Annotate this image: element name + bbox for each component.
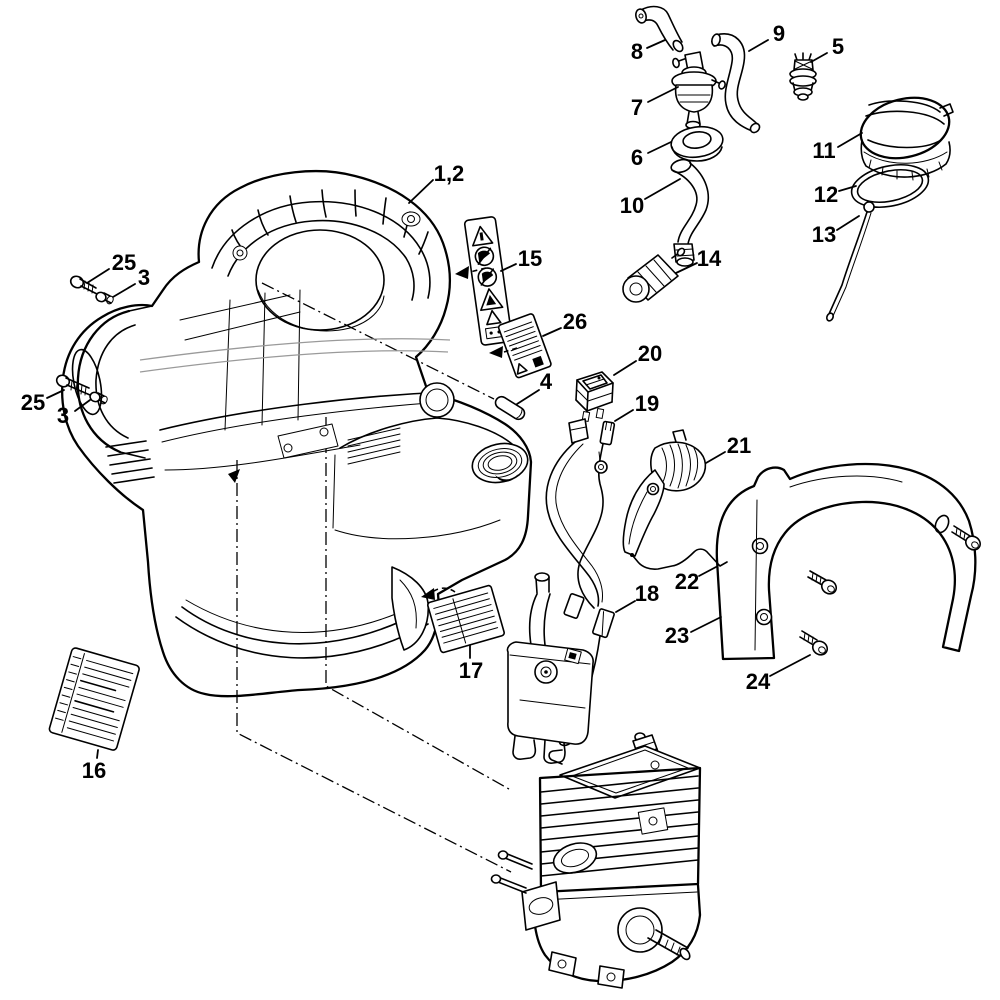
callout-o-ring: 12 xyxy=(814,182,838,207)
blower-housing xyxy=(61,169,533,698)
information-label-17 xyxy=(427,584,505,654)
handle-23 xyxy=(715,462,977,661)
callout-sleeve-18: 18 xyxy=(635,581,659,606)
connector-sleeve-18 xyxy=(563,593,615,639)
callout-housing: 1,2 xyxy=(434,161,465,186)
screw-25-left xyxy=(55,374,91,396)
callout-sleeve: 4 xyxy=(540,369,553,394)
stop-switch-20 xyxy=(575,371,614,422)
callout-fuel-filter: 14 xyxy=(697,246,722,271)
callout-connector: 19 xyxy=(635,391,659,416)
screw-25-top xyxy=(69,275,98,295)
callout-nut-left: 3 xyxy=(57,403,69,428)
retainer-rod-13 xyxy=(825,201,875,322)
fuel-tank xyxy=(332,382,529,540)
engine-assembly xyxy=(490,732,702,989)
callout-leaders xyxy=(46,39,863,759)
callout-warning-label: 15 xyxy=(518,246,542,271)
callout-info-label-26: 26 xyxy=(563,309,587,334)
rating-label-16 xyxy=(48,647,140,751)
valve-5 xyxy=(789,52,817,101)
callout-hose: 9 xyxy=(773,21,785,46)
callout-fuel-cap: 11 xyxy=(812,138,835,163)
callout-trigger: 21 xyxy=(727,433,751,458)
callout-handle: 23 xyxy=(665,623,689,648)
collar-nut-3-top xyxy=(95,291,114,305)
elbow-pipe-10 xyxy=(670,158,710,267)
callout-grommet: 6 xyxy=(631,145,643,170)
fuel-cap-11 xyxy=(859,96,954,181)
screws-24 xyxy=(799,525,981,656)
spring-wire-22 xyxy=(630,548,728,570)
tank-vent-7 xyxy=(671,51,726,130)
callout-nut-top: 3 xyxy=(138,265,150,290)
callout-screw-top: 25 xyxy=(112,250,136,275)
callout-handle-screws: 24 xyxy=(746,669,771,694)
collar-nut-3-left xyxy=(89,391,108,405)
callout-tank-vent: 7 xyxy=(631,95,643,120)
callout-info-label-17: 17 xyxy=(459,658,483,683)
information-label-26 xyxy=(497,313,552,379)
alignment-lines xyxy=(228,282,512,873)
callout-retainer-rod: 13 xyxy=(812,222,836,247)
sleeve-4 xyxy=(494,395,526,421)
o-ring-12 xyxy=(850,164,930,208)
callout-elbow-pipe: 10 xyxy=(620,193,644,218)
callout-switch: 20 xyxy=(638,341,662,366)
hose-9 xyxy=(711,33,761,134)
callout-rating-label: 16 xyxy=(82,758,106,783)
callout-valve: 5 xyxy=(832,34,844,59)
throttle-trigger-21 xyxy=(622,429,707,557)
callout-elbow-grommet: 8 xyxy=(631,39,643,64)
fuel-filter-14 xyxy=(622,247,686,303)
callout-screw-left: 25 xyxy=(21,390,45,415)
grommet-6 xyxy=(670,125,724,162)
ignition-module xyxy=(506,572,594,764)
callout-labels: 1,2 25 3 25 3 15 26 4 20 19 21 22 18 23 … xyxy=(21,21,844,783)
placement-arrows xyxy=(421,266,518,600)
callout-spring-wire: 22 xyxy=(675,569,699,594)
elbow-grommet-8 xyxy=(635,5,684,53)
connector-19 xyxy=(599,420,616,446)
harness-connector-block xyxy=(568,418,589,444)
